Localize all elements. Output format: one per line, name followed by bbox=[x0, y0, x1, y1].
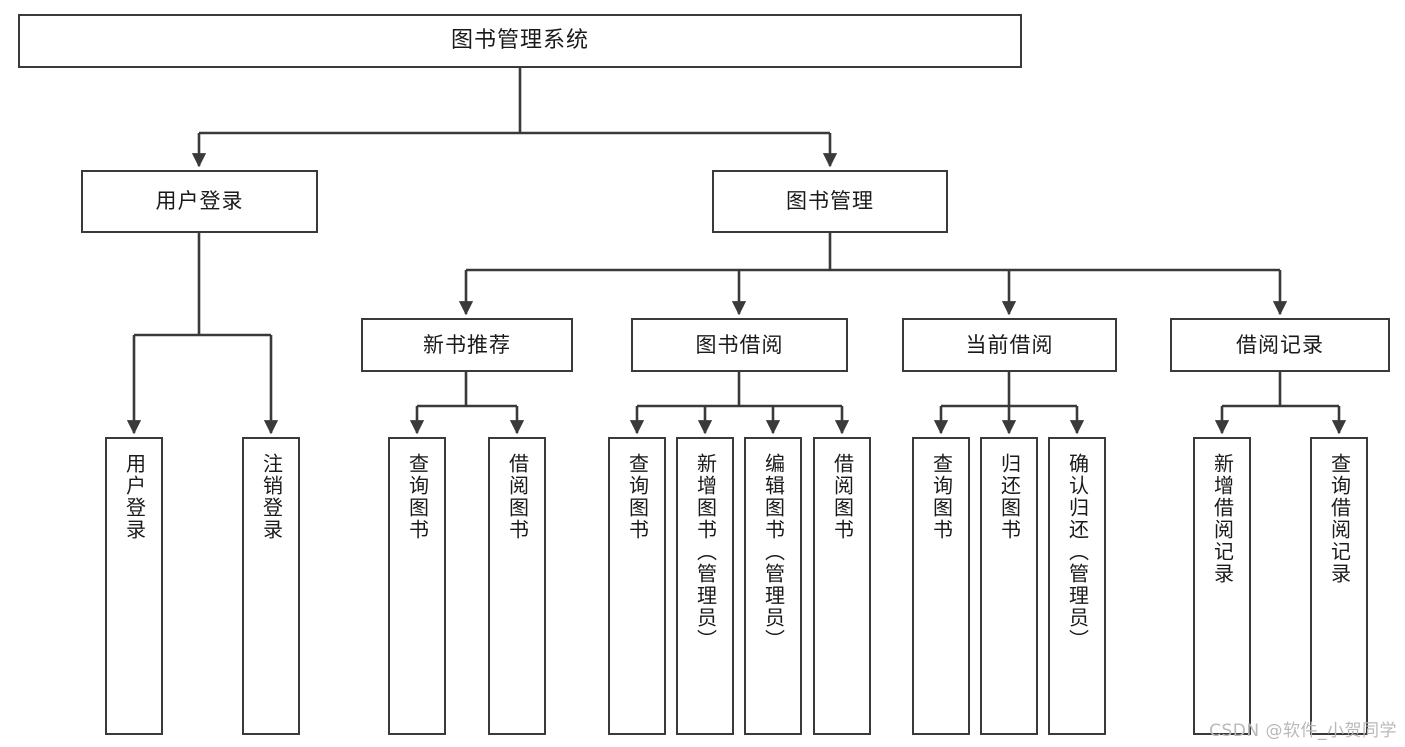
leaf-new-book-query-book[interactable]: 查询图书 bbox=[388, 437, 446, 735]
leaf-borrow-record-add-record[interactable]: 新增借阅记录 bbox=[1193, 437, 1251, 735]
node-label: 当前借阅 bbox=[965, 332, 1054, 357]
node-label: 用户登录 bbox=[155, 189, 244, 214]
node-label: 借阅图书 bbox=[830, 453, 855, 541]
node-user-login[interactable]: 用户登录 bbox=[81, 170, 318, 233]
node-label: 图书管理 bbox=[786, 189, 874, 214]
node-borrow-record[interactable]: 借阅记录 bbox=[1170, 318, 1390, 372]
node-book-management[interactable]: 图书管理 bbox=[712, 170, 948, 233]
node-label: 新书推荐 bbox=[423, 332, 511, 357]
leaf-current-borrow-confirm-return-admin[interactable]: 确认归还（管理员） bbox=[1048, 437, 1106, 735]
node-label: 确认归还（管理员） bbox=[1065, 453, 1090, 651]
node-label: 查询图书 bbox=[625, 453, 650, 541]
node-label: 查询借阅记录 bbox=[1327, 453, 1352, 585]
leaf-book-borrow-add-book-admin[interactable]: 新增图书（管理员） bbox=[676, 437, 734, 735]
node-label: 图书借阅 bbox=[695, 332, 784, 357]
node-label: 图书管理系统 bbox=[450, 28, 589, 54]
node-label: 注销登录 bbox=[259, 453, 284, 541]
node-label: 新增借阅记录 bbox=[1210, 453, 1235, 585]
node-label: 编辑图书（管理员） bbox=[761, 453, 786, 651]
node-label: 用户登录 bbox=[122, 453, 147, 541]
leaf-book-borrow-edit-book-admin[interactable]: 编辑图书（管理员） bbox=[744, 437, 802, 735]
leaf-current-borrow-query-book[interactable]: 查询图书 bbox=[912, 437, 970, 735]
node-label: 查询图书 bbox=[405, 453, 430, 541]
leaf-book-borrow-query-book[interactable]: 查询图书 bbox=[608, 437, 666, 735]
node-book-borrow[interactable]: 图书借阅 bbox=[631, 318, 848, 372]
node-label: 查询图书 bbox=[929, 453, 954, 541]
leaf-borrow-record-query-record[interactable]: 查询借阅记录 bbox=[1310, 437, 1368, 735]
node-label: 借阅记录 bbox=[1236, 332, 1324, 357]
leaf-book-borrow-borrow-book[interactable]: 借阅图书 bbox=[813, 437, 871, 735]
node-new-book-recommend[interactable]: 新书推荐 bbox=[361, 318, 573, 372]
leaf-user-login-login[interactable]: 用户登录 bbox=[105, 437, 163, 735]
leaf-user-login-logout[interactable]: 注销登录 bbox=[242, 437, 300, 735]
node-current-borrow[interactable]: 当前借阅 bbox=[902, 318, 1117, 372]
leaf-current-borrow-return-book[interactable]: 归还图书 bbox=[980, 437, 1038, 735]
node-label: 归还图书 bbox=[997, 453, 1022, 541]
leaf-new-book-borrow-book[interactable]: 借阅图书 bbox=[488, 437, 546, 735]
node-root-book-management-system[interactable]: 图书管理系统 bbox=[18, 14, 1022, 68]
watermark-text: CSDN @软件_小贺同学 bbox=[1209, 721, 1397, 741]
node-label: 借阅图书 bbox=[505, 453, 530, 541]
node-label: 新增图书（管理员） bbox=[693, 453, 718, 651]
